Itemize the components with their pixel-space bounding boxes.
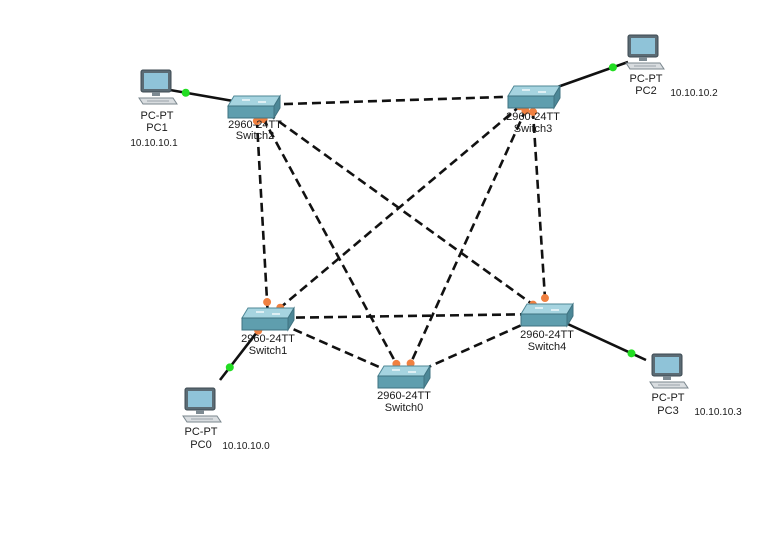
pc1-name-label: PC1	[146, 122, 167, 134]
device-switch1[interactable]: 2960-24TT Switch1	[241, 306, 295, 357]
switch-icon	[507, 84, 561, 110]
pc3-model-label: PC-PT	[652, 392, 685, 404]
device-switch0[interactable]: 2960-24TT Switch0	[377, 364, 431, 414]
device-pc2[interactable]: PC-PT PC2 10.10.10.2	[625, 34, 718, 99]
pc2-name-label: PC2	[635, 85, 656, 97]
pc3-name-label: PC3	[657, 405, 678, 417]
devices-layer: PC-PT PC1 10.10.10.1 PC-PT PC2 10.10.10.…	[130, 34, 742, 452]
link-switch1-switch4[interactable]	[267, 312, 547, 320]
switch4-model-label: 2960-24TT	[520, 329, 574, 341]
link-switch3-switch1[interactable]	[267, 95, 533, 319]
port-indicator-switch0	[406, 359, 415, 368]
switch3-name-label: Switch3	[514, 123, 553, 135]
device-pc0[interactable]: PC-PT PC0 10.10.10.0	[182, 387, 270, 452]
port-indicator-pc2	[608, 63, 617, 72]
port-indicator-pc0	[225, 363, 234, 372]
switch0-name-label: Switch0	[385, 402, 424, 414]
pc0-ip-label: 10.10.10.0	[222, 441, 270, 452]
device-switch2[interactable]: 2960-24TT Switch2	[227, 94, 282, 142]
port-indicator-pc1	[181, 88, 190, 97]
pc0-model-label: PC-PT	[185, 426, 218, 438]
device-switch4[interactable]: 2960-24TT Switch4	[520, 302, 574, 353]
port-indicator-switch4	[540, 294, 549, 303]
switch2-name-label: Switch2	[236, 130, 275, 142]
switch3-model-label: 2960-24TT	[506, 111, 560, 123]
device-pc1[interactable]: PC-PT PC1 10.10.10.1	[130, 69, 178, 149]
switch-icon	[377, 364, 431, 390]
link-switch2-switch1[interactable]	[254, 104, 270, 319]
switch-icon	[227, 94, 281, 120]
port-indicator-pc3	[627, 349, 636, 358]
switch2-model-label: 2960-24TT	[228, 119, 282, 131]
switch-icon	[520, 302, 574, 328]
device-pc3[interactable]: PC-PT PC3 10.10.10.3	[649, 353, 742, 418]
switch4-name-label: Switch4	[528, 341, 567, 353]
link-switch2-switch3[interactable]	[255, 94, 533, 107]
switch1-name-label: Switch1	[249, 345, 288, 357]
pc0-name-label: PC0	[190, 439, 211, 451]
port-indicator-switch3	[529, 107, 538, 116]
pc2-model-label: PC-PT	[630, 73, 663, 85]
links-layer	[169, 60, 647, 381]
pc-icon	[625, 34, 665, 70]
device-switch3[interactable]: 2960-24TT Switch3	[506, 84, 561, 135]
link-switch1-switch0[interactable]	[267, 316, 405, 380]
pc2-ip-label: 10.10.10.2	[670, 88, 718, 99]
link-switch2-switch4[interactable]	[255, 103, 547, 316]
pc3-ip-label: 10.10.10.3	[694, 407, 742, 418]
pc-icon	[182, 387, 222, 423]
link-switch3-switch4[interactable]	[530, 95, 548, 315]
port-indicator-switch1	[263, 298, 272, 307]
switch-icon	[241, 306, 295, 332]
pc-icon	[649, 353, 689, 389]
port-indicator-switch3	[521, 106, 530, 115]
pc1-ip-label: 10.10.10.1	[130, 138, 178, 149]
port-indicator-switch2	[252, 116, 261, 125]
pc-icon	[138, 69, 178, 105]
switch0-model-label: 2960-24TT	[377, 390, 431, 402]
pc1-model-label: PC-PT	[141, 110, 174, 122]
link-switch2-switch0[interactable]	[254, 104, 406, 379]
link-switch3-switch0[interactable]	[402, 95, 534, 379]
switch1-model-label: 2960-24TT	[241, 333, 295, 345]
